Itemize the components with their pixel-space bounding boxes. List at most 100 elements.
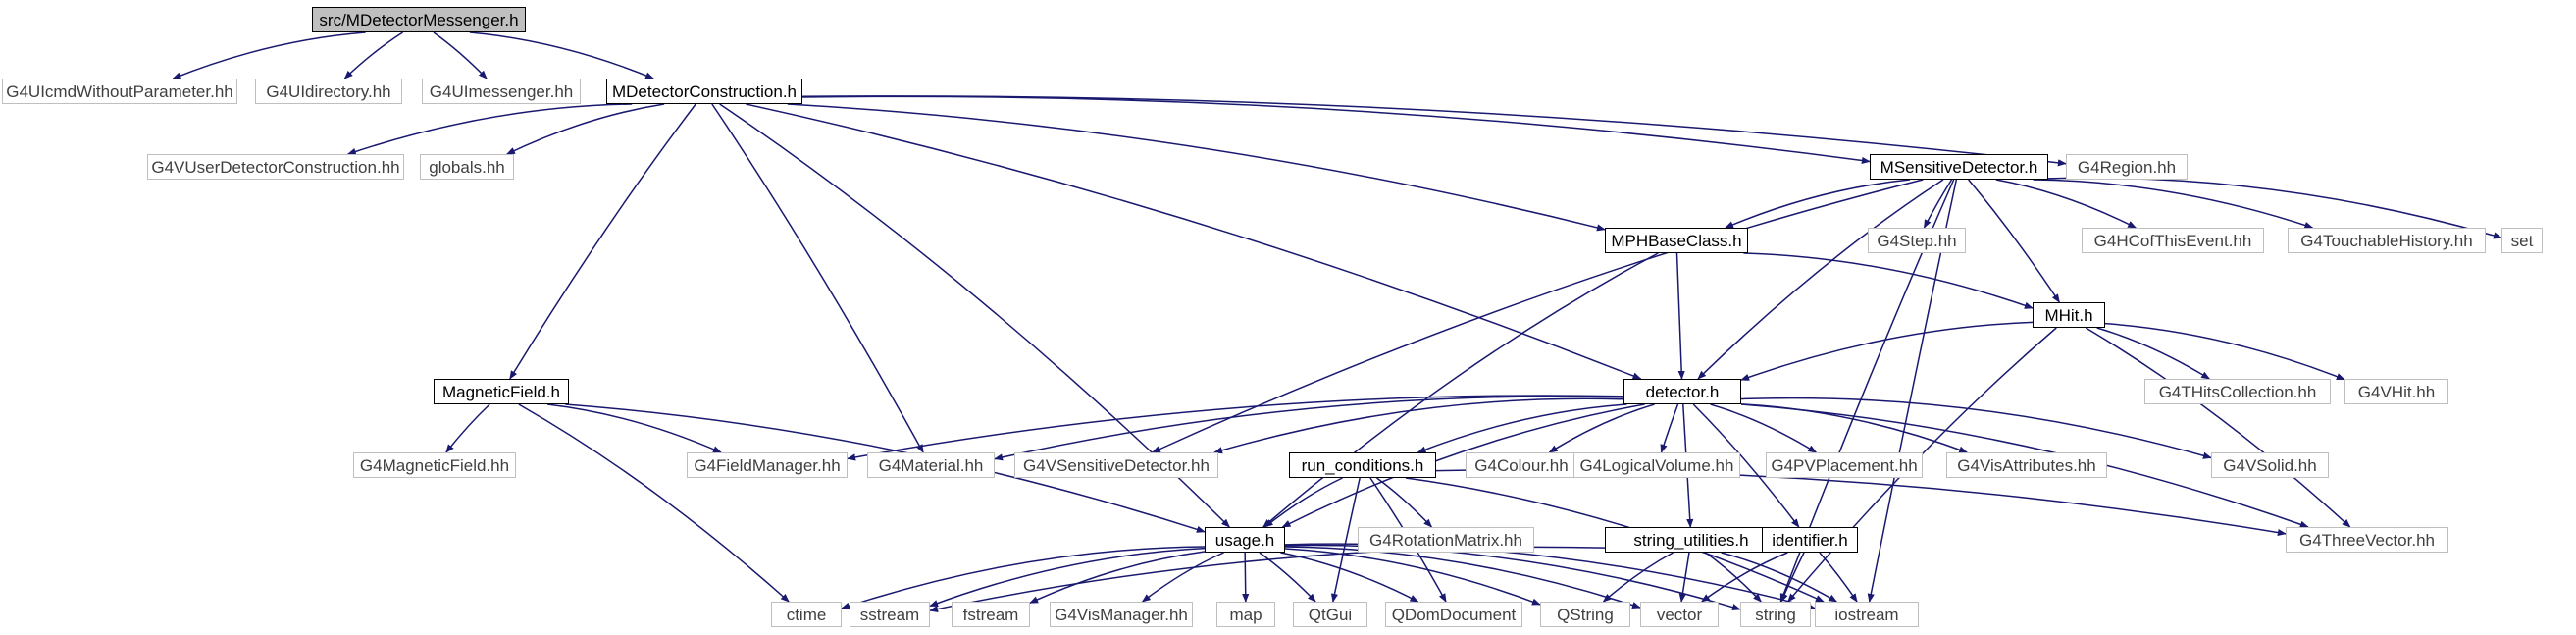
edge-usage-h-to-ctime [841,546,1206,609]
edge-identifier-h-to-vector [1701,552,1788,603]
node-g4logicalvolume-hh: G4LogicalVolume.hh [1573,452,1740,478]
edge-detector-h-to-g4colour-hh [1548,403,1655,453]
edge-msensitivedetector-h-to-mhit-h [1968,179,2060,303]
node-g4magneticfield-hh: G4MagneticField.hh [353,452,516,478]
node-g4vuserdetectorconstruction-hh: G4VUserDetectorConstruction.hh [147,154,404,180]
edge-mhit-h-to-g4thitscollection-hh [2096,327,2211,380]
node-ctime: ctime [771,602,842,627]
edge-string-utilities-h-to-qstring [1602,552,1674,603]
node-g4colour-hh: G4Colour.hh [1466,452,1577,478]
edge-magneticfield-h-to-g4fieldmanager-hh [546,403,722,453]
edge-mdetectorconstruction-h-to-g4vuserdetectorconstruction-hh [346,103,633,155]
node-mphbaseclass-h[interactable]: MPHBaseClass.h [1605,228,1748,253]
edge-detector-h-to-g4pvplacement-hh [1710,403,1818,453]
edge-string-utilities-h-to-vector [1678,552,1690,603]
edge-src-mdetectormessenger-h-to-mdetectorconstruction-h [469,31,655,79]
node-iostream: iostream [1815,602,1919,627]
node-g4vsolid-hh: G4VSolid.hh [2211,452,2329,478]
edge-mdetectorconstruction-h-to-magneticfield-h [509,103,696,380]
edge-msensitivedetector-h-to-g4vsensitivedetector-hh [1151,179,1924,453]
node-src-mdetectormessenger-h[interactable]: src/MDetectorMessenger.h [312,7,526,32]
node-mhit-h[interactable]: MHit.h [2033,302,2105,328]
node-vector: vector [1640,602,1719,627]
node-usage-h[interactable]: usage.h [1205,527,1285,553]
edge-mhit-h-to-detector-h [1740,321,2034,381]
edge-identifier-h-to-iostream [1819,552,1858,603]
edge-usage-h-to-qtgui [1259,552,1316,603]
node-g4visattributes-hh: G4VisAttributes.hh [1946,452,2107,478]
node-g4touchablehistory-hh: G4TouchableHistory.hh [2288,228,2486,253]
edge-msensitivedetector-h-to-g4hcofthisevent-hh [1995,179,2138,229]
edge-usage-h-to-sstream [929,547,1206,608]
node-g4fieldmanager-hh: G4FieldManager.hh [687,452,848,478]
edge-usage-h-to-map [1242,552,1250,603]
edge-usage-h-to-string [1284,544,1741,611]
node-g4vsensitivedetector-hh: G4VSensitiveDetector.hh [1014,452,1218,478]
edge-mdetectorconstruction-h-to-globals-hh [506,103,665,155]
edge-detector-h-to-g4vsensitivedetector-hh [1213,397,1624,454]
edge-run-conditions-h-to-usage-h [1263,477,1343,528]
edge-mphbaseclass-h-to-detector-h [1675,252,1685,380]
node-g4vhit-hh: G4VHit.hh [2344,379,2448,404]
edge-magneticfield-h-to-ctime [518,403,790,603]
node-qtgui: QtGui [1293,602,1367,627]
edge-msensitivedetector-h-to-g4touchablehistory-hh [2033,179,2314,229]
node-globals-hh: globals.hh [420,154,514,180]
edge-detector-h-to-g4fieldmanager-hh [847,395,1624,461]
node-magneticfield-h[interactable]: MagneticField.h [434,379,569,404]
node-msensitivedetector-h[interactable]: MSensitiveDetector.h [1870,154,2048,180]
edge-msensitivedetector-h-to-mphbaseclass-h [1725,179,1911,229]
node-identifier-h[interactable]: identifier.h [1762,527,1858,553]
node-mdetectorconstruction-h[interactable]: MDetectorConstruction.h [606,79,802,104]
node-string-utilities-h[interactable]: string_utilities.h [1605,527,1777,553]
edge-string-utilities-h-to-iostream [1721,552,1838,603]
edge-detector-h-to-identifier-h [1692,403,1800,528]
node-g4region-hh: G4Region.hh [2066,154,2188,180]
edge-magneticfield-h-to-g4magneticfield-hh [445,403,490,453]
node-g4vismanager-hh: G4VisManager.hh [1050,602,1193,627]
edge-detector-h-to-run-conditions-h [1417,403,1627,453]
node-g4threevector-hh: G4ThreeVector.hh [2286,527,2448,553]
edge-src-mdetectormessenger-h-to-g4uimessenger-hh [433,31,488,79]
edge-src-mdetectormessenger-h-to-g4uicmdwithoutparameter-hh [172,31,366,79]
edge-mdetectorconstruction-h-to-g4material-hh [711,103,924,453]
node-g4rotationmatrix-hh: G4RotationMatrix.hh [1358,527,1534,553]
edge-detector-h-to-g4vsolid-hh [1740,397,2212,459]
node-fstream: fstream [952,602,1030,627]
node-g4pvplacement-hh: G4PVPlacement.hh [1766,452,1923,478]
node-g4hcofthisevent-hh: G4HCofThisEvent.hh [2082,228,2264,253]
edge-run-conditions-h-to-qtgui [1330,477,1361,603]
edge-run-conditions-h-to-iostream [1405,477,1825,603]
edge-mhit-h-to-g4vhit-hh [2104,322,2345,381]
node-qdomdocument: QDomDocument [1385,602,1522,627]
node-set: set [2501,228,2543,253]
edge-string-utilities-h-to-string [1705,552,1762,603]
node-g4uimessenger-hh: G4UImessenger.hh [422,79,581,104]
node-sstream: sstream [850,602,930,627]
node-run-conditions-h[interactable]: run_conditions.h [1289,452,1436,478]
edge-usage-h-to-qstring [1284,548,1541,606]
edge-identifier-h-to-string [1780,552,1805,603]
node-qstring: QString [1540,602,1630,627]
node-g4thitscollection-hh: G4THitsCollection.hh [2144,379,2331,404]
node-g4material-hh: G4Material.hh [867,452,995,478]
node-g4uicmdwithoutparameter-hh: G4UIcmdWithoutParameter.hh [2,79,237,104]
edge-mphbaseclass-h-to-mhit-h [1743,252,2034,309]
edge-detector-h-to-g4threevector-hh [1740,403,2309,528]
node-string: string [1740,602,1811,627]
node-g4step-hh: G4Step.hh [1868,228,1966,253]
edge-detector-h-to-g4logicalvolume-hh [1660,403,1679,453]
node-map: map [1216,602,1275,627]
edge-mhit-h-to-g4threevector-hh [2085,327,2351,528]
edge-mphbaseclass-h-to-usage-h [1262,252,1659,528]
node-g4uidirectory-hh: G4UIdirectory.hh [255,79,402,104]
edge-usage-h-to-vector [1284,546,1641,609]
edge-usage-h-to-fstream [1029,551,1206,604]
edge-detector-h-to-usage-h [1281,403,1645,528]
edge-magneticfield-h-to-usage-h [565,403,1206,533]
edge-usage-h-to-qdomdocument [1280,552,1419,603]
edge-run-conditions-h-to-g4rotationmatrix-hh [1376,477,1433,528]
edge-msensitivedetector-h-to-detector-h [1697,179,1944,380]
node-detector-h[interactable]: detector.h [1623,379,1741,404]
